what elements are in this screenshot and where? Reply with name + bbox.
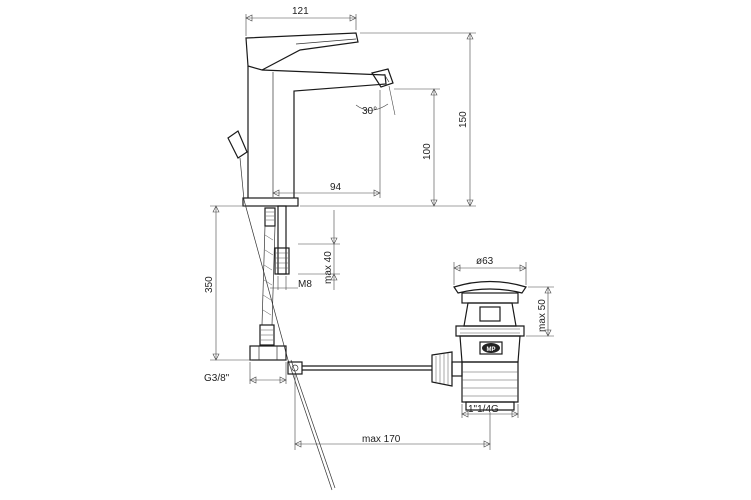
dimension-waste-diameter-label: ø63 (476, 256, 494, 267)
dimension-spout-angle-label: 30° (362, 106, 377, 117)
dimension-spout-width: 121 (245, 6, 357, 36)
dimension-hose-length-label: 350 (204, 276, 215, 293)
dimension-spout-height-label: 100 (422, 143, 433, 160)
brand-logo-text: MP (487, 347, 496, 353)
dimension-total-height-label: 150 (458, 111, 469, 128)
dimension-shank-thread-label: M8 (298, 279, 312, 290)
dimension-hose-connection-label: G3/8" (204, 373, 230, 384)
dimension-hose-connection: G3/8" (204, 362, 287, 384)
lever-rod (287, 361, 432, 375)
connecting-rod (287, 359, 333, 491)
dimension-max-deck: max 40 (298, 210, 340, 290)
dimension-max-waste-deck: max 50 (526, 286, 554, 337)
mixer-body (242, 32, 394, 207)
waste-assembly (431, 280, 527, 411)
dimension-waste-diameter: ø63 (453, 256, 527, 285)
brand-logo: MP (482, 343, 500, 353)
dimension-spout-width-label: 121 (292, 6, 309, 17)
dimension-total-height: 150 (300, 32, 476, 207)
dimension-max-deck-label: max 40 (323, 251, 334, 284)
dimension-spout-height: 100 (394, 88, 440, 207)
dimension-spout-angle: 30° (355, 85, 396, 117)
dimension-max-waste-deck-label: max 50 (537, 299, 548, 332)
dimension-hose-length: 350 (204, 205, 252, 361)
shank-and-hoses (249, 205, 290, 361)
pop-up-pull-rod (227, 130, 289, 361)
dimension-shank-thread: M8 (270, 276, 312, 290)
dimension-max-rod: max 170 (294, 374, 491, 450)
dimension-spout-reach-label: 94 (330, 182, 342, 193)
dimension-waste-thread-label: 1"1/4G (468, 404, 499, 415)
dimension-max-rod-label: max 170 (362, 434, 401, 445)
